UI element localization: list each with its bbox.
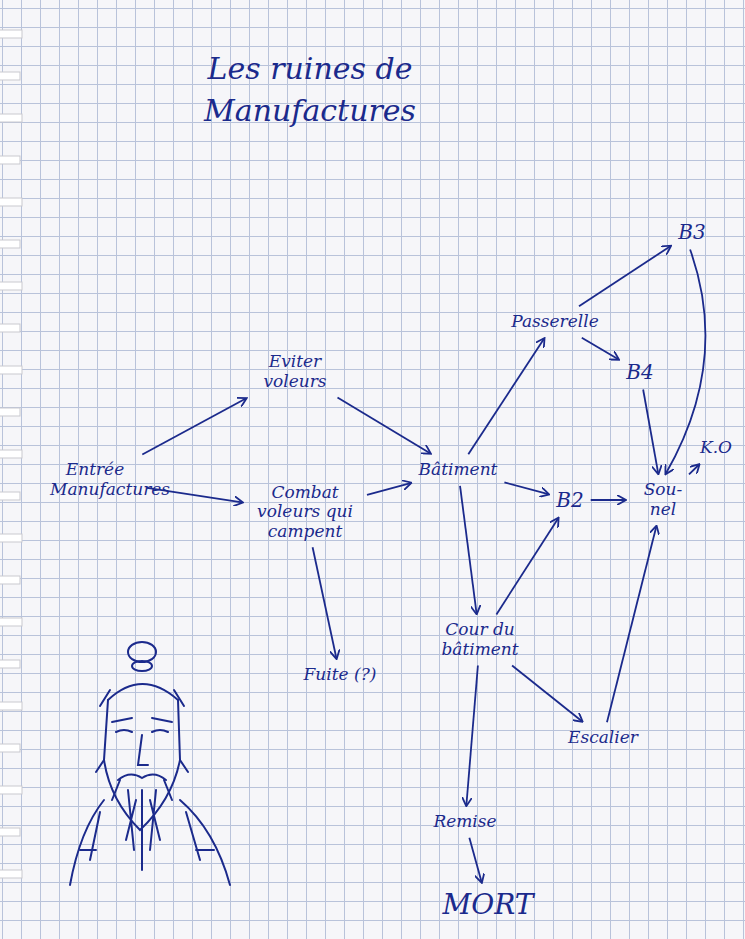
step-text: MORT (443, 889, 534, 921)
flow-arrow (147, 488, 242, 502)
flow-arrow (460, 486, 477, 614)
step-text: Remise (433, 812, 496, 832)
flow-arrow (591, 499, 625, 501)
step-text: Eviter voleurs (240, 352, 350, 391)
flow-step: MORT (439, 886, 538, 924)
step-text: B2 (556, 489, 583, 512)
step-text: Bâtiment (419, 460, 498, 480)
flow-step: Fuite (?) (300, 662, 381, 688)
flow-arrow (337, 398, 430, 454)
flow-arrow (367, 483, 411, 495)
flow-step: B2 (552, 486, 587, 515)
flow-step: Bâtiment (415, 457, 502, 483)
flow-arrow (512, 666, 582, 722)
flow-step: Entrée Manufactures (46, 457, 144, 502)
step-text: Fuite (?) (304, 665, 377, 685)
step-text: B4 (626, 361, 653, 384)
flow-arrow (579, 246, 670, 306)
flow-step: Escalier (564, 725, 642, 751)
flow-step: Eviter voleurs (236, 349, 354, 394)
flow-step: Sou-nel (629, 477, 697, 522)
step-text: Escalier (568, 728, 638, 748)
flow-arrow (142, 399, 246, 455)
flow-step: K.O (696, 435, 736, 461)
flow-arrow (666, 250, 706, 474)
flow-arrow (504, 482, 548, 494)
flow-arrow (689, 465, 699, 475)
flow-step: B3 (674, 218, 709, 247)
flow-arrow (643, 390, 658, 474)
spiral-holes (0, 30, 22, 878)
flow-step: Combat voleurs qui campent (246, 480, 364, 545)
diagram-title: Les ruines de Manufactures (140, 48, 480, 132)
step-text: Passerelle (511, 312, 598, 332)
step-text: B3 (678, 221, 705, 244)
flow-arrow (607, 527, 656, 723)
flow-step: Passerelle (507, 309, 602, 335)
flow-arrow (313, 547, 337, 658)
step-text: Cour du bâtiment (425, 620, 535, 659)
step-text: Sou-nel (633, 480, 693, 519)
flow-step: Remise (429, 809, 500, 835)
flow-arrow (469, 838, 481, 882)
flow-step: Cour du bâtiment (421, 617, 539, 662)
step-text: Combat voleurs qui campent (250, 483, 360, 542)
portrait-sketch (70, 642, 230, 885)
flow-arrow (466, 666, 478, 806)
flow-step: B4 (622, 358, 657, 387)
flow-arrow (496, 519, 558, 615)
step-text: K.O (700, 438, 732, 458)
flow-arrow (582, 338, 618, 359)
step-text: Entrée Manufactures (50, 460, 140, 499)
flow-arrow (468, 339, 544, 454)
